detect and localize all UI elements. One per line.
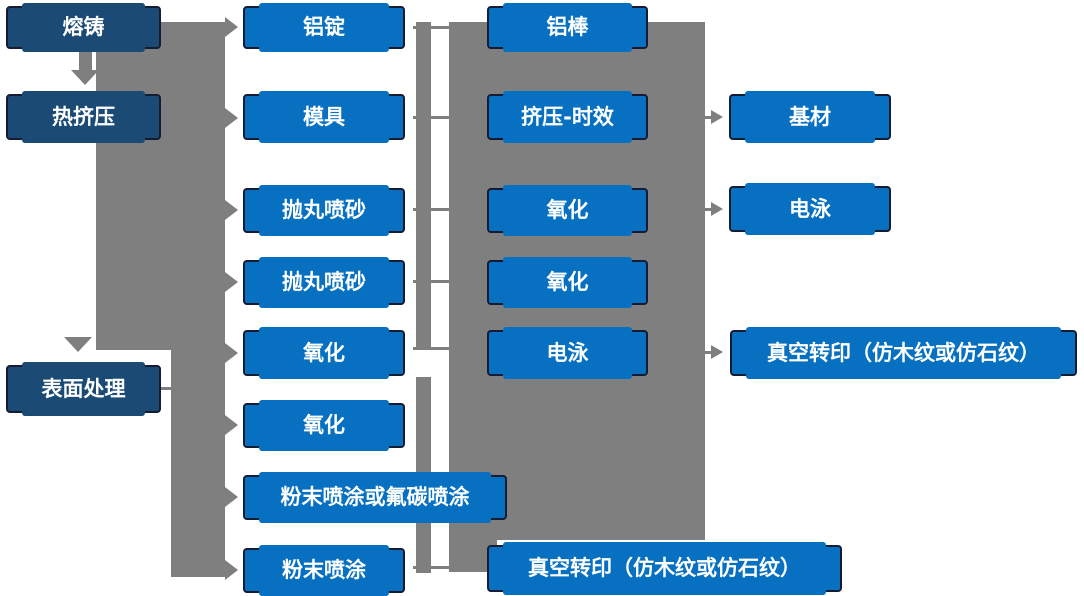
node-rongzhu: 熔铸 xyxy=(6,3,161,52)
node-label: 熔铸 xyxy=(62,15,105,39)
node-yanghua-1: 氧化 xyxy=(243,327,405,379)
down-arrow-stem xyxy=(79,48,92,71)
surface-treatment-stub-line xyxy=(160,387,172,390)
middle-collector-bar-upper xyxy=(416,22,431,348)
block-arrow-stem-1 xyxy=(702,116,712,119)
right-arrow-icon-to-fenmo xyxy=(225,560,238,580)
node-label: 氧化 xyxy=(546,270,589,294)
block-arrow-stem-3 xyxy=(702,351,712,354)
node-zhenkong-zhuanyin-1: 真空转印（仿木纹或仿石纹） xyxy=(487,542,842,595)
node-jicai: 基材 xyxy=(729,91,891,143)
right-arrow-icon-to-yanghua1 xyxy=(225,343,238,363)
node-label: 挤压-时效 xyxy=(521,104,614,129)
node-yanghua-3: 氧化 xyxy=(487,185,648,236)
node-label: 铝棒 xyxy=(546,15,589,39)
down-arrow-icon-to-surface-treatment xyxy=(64,337,92,352)
node-label: 粉末喷涂 xyxy=(282,558,366,582)
stub-line-row5 xyxy=(413,347,449,350)
node-label: 真空转印（仿木纹或仿石纹） xyxy=(528,556,801,580)
node-label: 热挤压 xyxy=(52,104,115,129)
node-label: 真空转印（仿木纹或仿石纹） xyxy=(767,340,1040,365)
right-arrow-icon-to-paowan2 xyxy=(225,272,238,292)
node-label: 电泳 xyxy=(789,196,831,221)
node-label: 氧化 xyxy=(303,340,345,365)
stub-line-row1 xyxy=(413,26,449,29)
node-fenmo-futan-pentu: 粉末喷涂或氟碳喷涂 xyxy=(243,472,507,523)
node-label: 基材 xyxy=(789,104,831,129)
node-moju: 模具 xyxy=(243,91,405,143)
right-arrow-icon-to-yanghua2 xyxy=(225,415,238,435)
right-arrow-icon-to-dianyong xyxy=(711,202,723,216)
right-arrow-icon-to-paowan1 xyxy=(225,200,238,220)
stub-line-row2 xyxy=(413,116,449,119)
block-arrow-stem-2 xyxy=(702,208,712,211)
right-arrow-icon-to-fenmo-futan xyxy=(225,487,238,507)
right-arrow-icon-to-lvding xyxy=(225,17,238,37)
left-connector-band-lower xyxy=(171,350,225,577)
stub-line-row4 xyxy=(413,280,449,283)
node-label: 粉末喷涂或氟碳喷涂 xyxy=(280,485,470,509)
stub-line-row3 xyxy=(413,208,449,211)
node-rejiya: 热挤压 xyxy=(6,91,161,143)
node-dianyong-1: 电泳 xyxy=(487,327,648,379)
node-label: 表面处理 xyxy=(41,376,126,401)
node-label: 氧化 xyxy=(546,198,589,222)
node-zhenkong-zhuanyin-2: 真空转印（仿木纹或仿石纹） xyxy=(730,327,1077,379)
node-lvbang: 铝棒 xyxy=(487,3,648,52)
node-jiya-shixiao: 挤压-时效 xyxy=(487,91,648,143)
down-arrow-icon-to-hot-extrusion xyxy=(71,70,99,85)
node-paowan-pensha-2: 抛丸喷砂 xyxy=(243,257,405,308)
node-label: 抛丸喷砂 xyxy=(282,198,366,222)
left-connector-band-upper xyxy=(96,22,225,350)
node-label: 氧化 xyxy=(303,413,345,437)
node-yanghua-2: 氧化 xyxy=(243,400,405,451)
node-paowan-pensha-1: 抛丸喷砂 xyxy=(243,185,405,236)
node-dianyong-2: 电泳 xyxy=(729,183,891,235)
node-yanghua-4: 氧化 xyxy=(487,257,648,308)
right-arrow-icon-to-moju xyxy=(225,108,238,128)
node-label: 抛丸喷砂 xyxy=(282,270,366,294)
node-fenmo-pentu: 粉末喷涂 xyxy=(243,545,405,596)
node-lvding: 铝锭 xyxy=(243,3,405,52)
node-label: 模具 xyxy=(303,104,345,129)
right-arrow-icon-to-jicai xyxy=(711,110,723,124)
right-arrow-icon-to-zhenkong xyxy=(711,345,723,359)
stub-line-row8 xyxy=(413,566,449,569)
node-label: 电泳 xyxy=(546,340,589,365)
node-biaomianchuli: 表面处理 xyxy=(6,362,161,416)
node-label: 铝锭 xyxy=(303,15,345,39)
